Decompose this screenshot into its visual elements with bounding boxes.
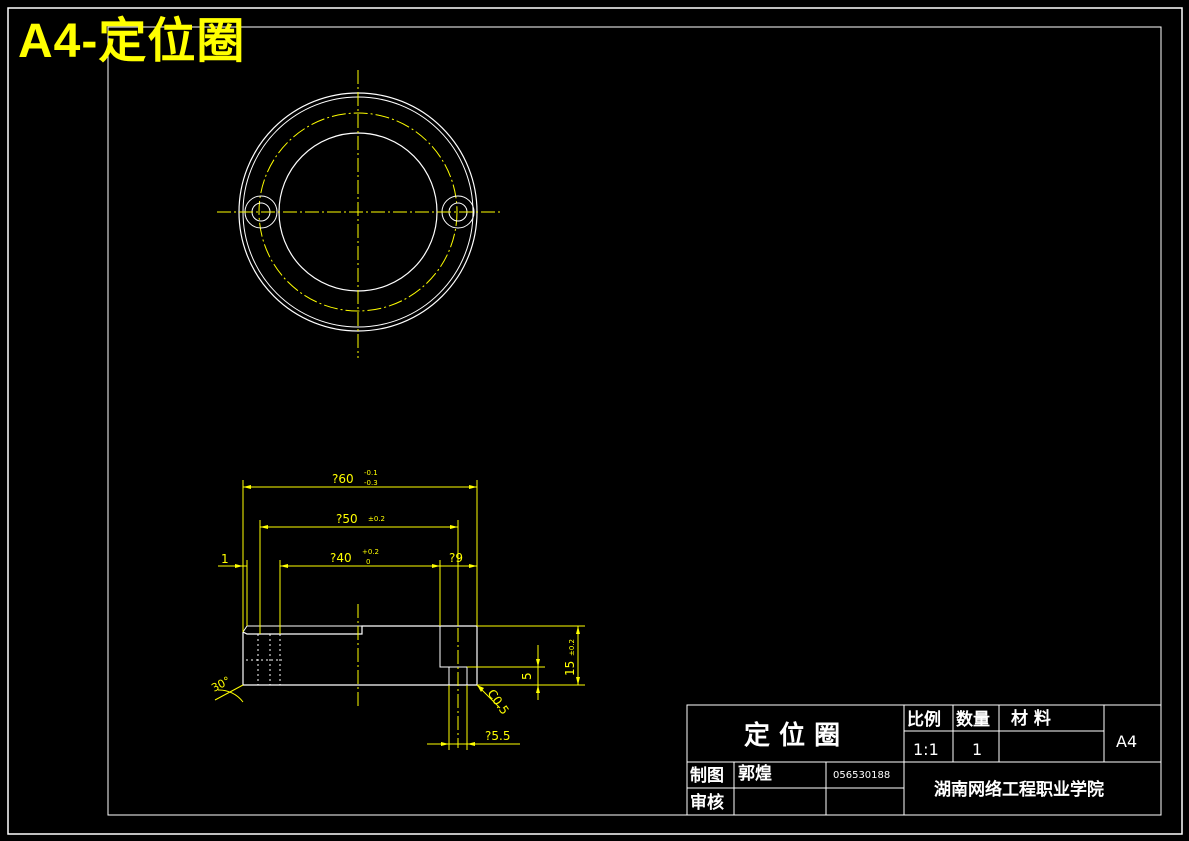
drawn-by: 郭煌 [738, 763, 772, 784]
dim-d40-tol-upper: +0.2 [362, 548, 379, 556]
dim-d60: ?60 [332, 472, 354, 486]
student-id: 056530188 [833, 770, 890, 781]
section-outline [242, 625, 478, 686]
part-name: 定 位 圈 [744, 720, 840, 751]
dimensions [214, 480, 585, 750]
dim-d50: ?50 [336, 512, 358, 526]
dim-height15: 15 [563, 661, 577, 676]
top-view [217, 70, 502, 358]
section-chamfer [242, 625, 248, 633]
dim-wall: 1 [221, 552, 229, 566]
dim-d5-5: ?5.5 [485, 729, 510, 743]
dimension-texts: ?60 -0.1 -0.3 ?50 ±0.2 ?40 +0.2 0 ?9 1 ?… [209, 469, 577, 743]
drawn-label: 制图 [690, 765, 724, 786]
outer-frame [7, 7, 1183, 835]
page-title: A4-定位圈 [18, 15, 246, 68]
title-block [686, 704, 1162, 816]
qty-value: 1 [972, 740, 982, 759]
dim-depth5: 5 [520, 672, 534, 680]
dim-chamfer: C0.5 [485, 687, 512, 718]
dim-d60-tol-upper: -0.1 [364, 469, 378, 477]
qty-label: 数量 [956, 709, 990, 730]
scale-label: 比例 [907, 709, 941, 730]
dim-d40-tol-lower: 0 [366, 558, 370, 566]
school-name: 湖南网络工程职业学院 [934, 779, 1104, 800]
dim-d60-tol-lower: -0.3 [364, 479, 378, 487]
dim-d40: ?40 [330, 551, 352, 565]
material-label: 材 料 [1011, 708, 1051, 729]
check-label: 审核 [690, 792, 724, 813]
scale-value: 1:1 [913, 740, 939, 759]
drawing-border [107, 26, 1162, 816]
dim-d50-tol: ±0.2 [368, 515, 385, 523]
section-view [242, 584, 478, 748]
dim-d9: ?9 [449, 551, 463, 565]
bolt-circle [258, 112, 458, 312]
arrowheads [235, 485, 580, 746]
title-block-texts: 定 位 圈 比例 数量 材 料 1:1 1 A4 制图 郭煌 056530188… [690, 708, 1137, 813]
dim-height15-tol: ±0.2 [568, 639, 576, 656]
format-value: A4 [1116, 732, 1137, 751]
